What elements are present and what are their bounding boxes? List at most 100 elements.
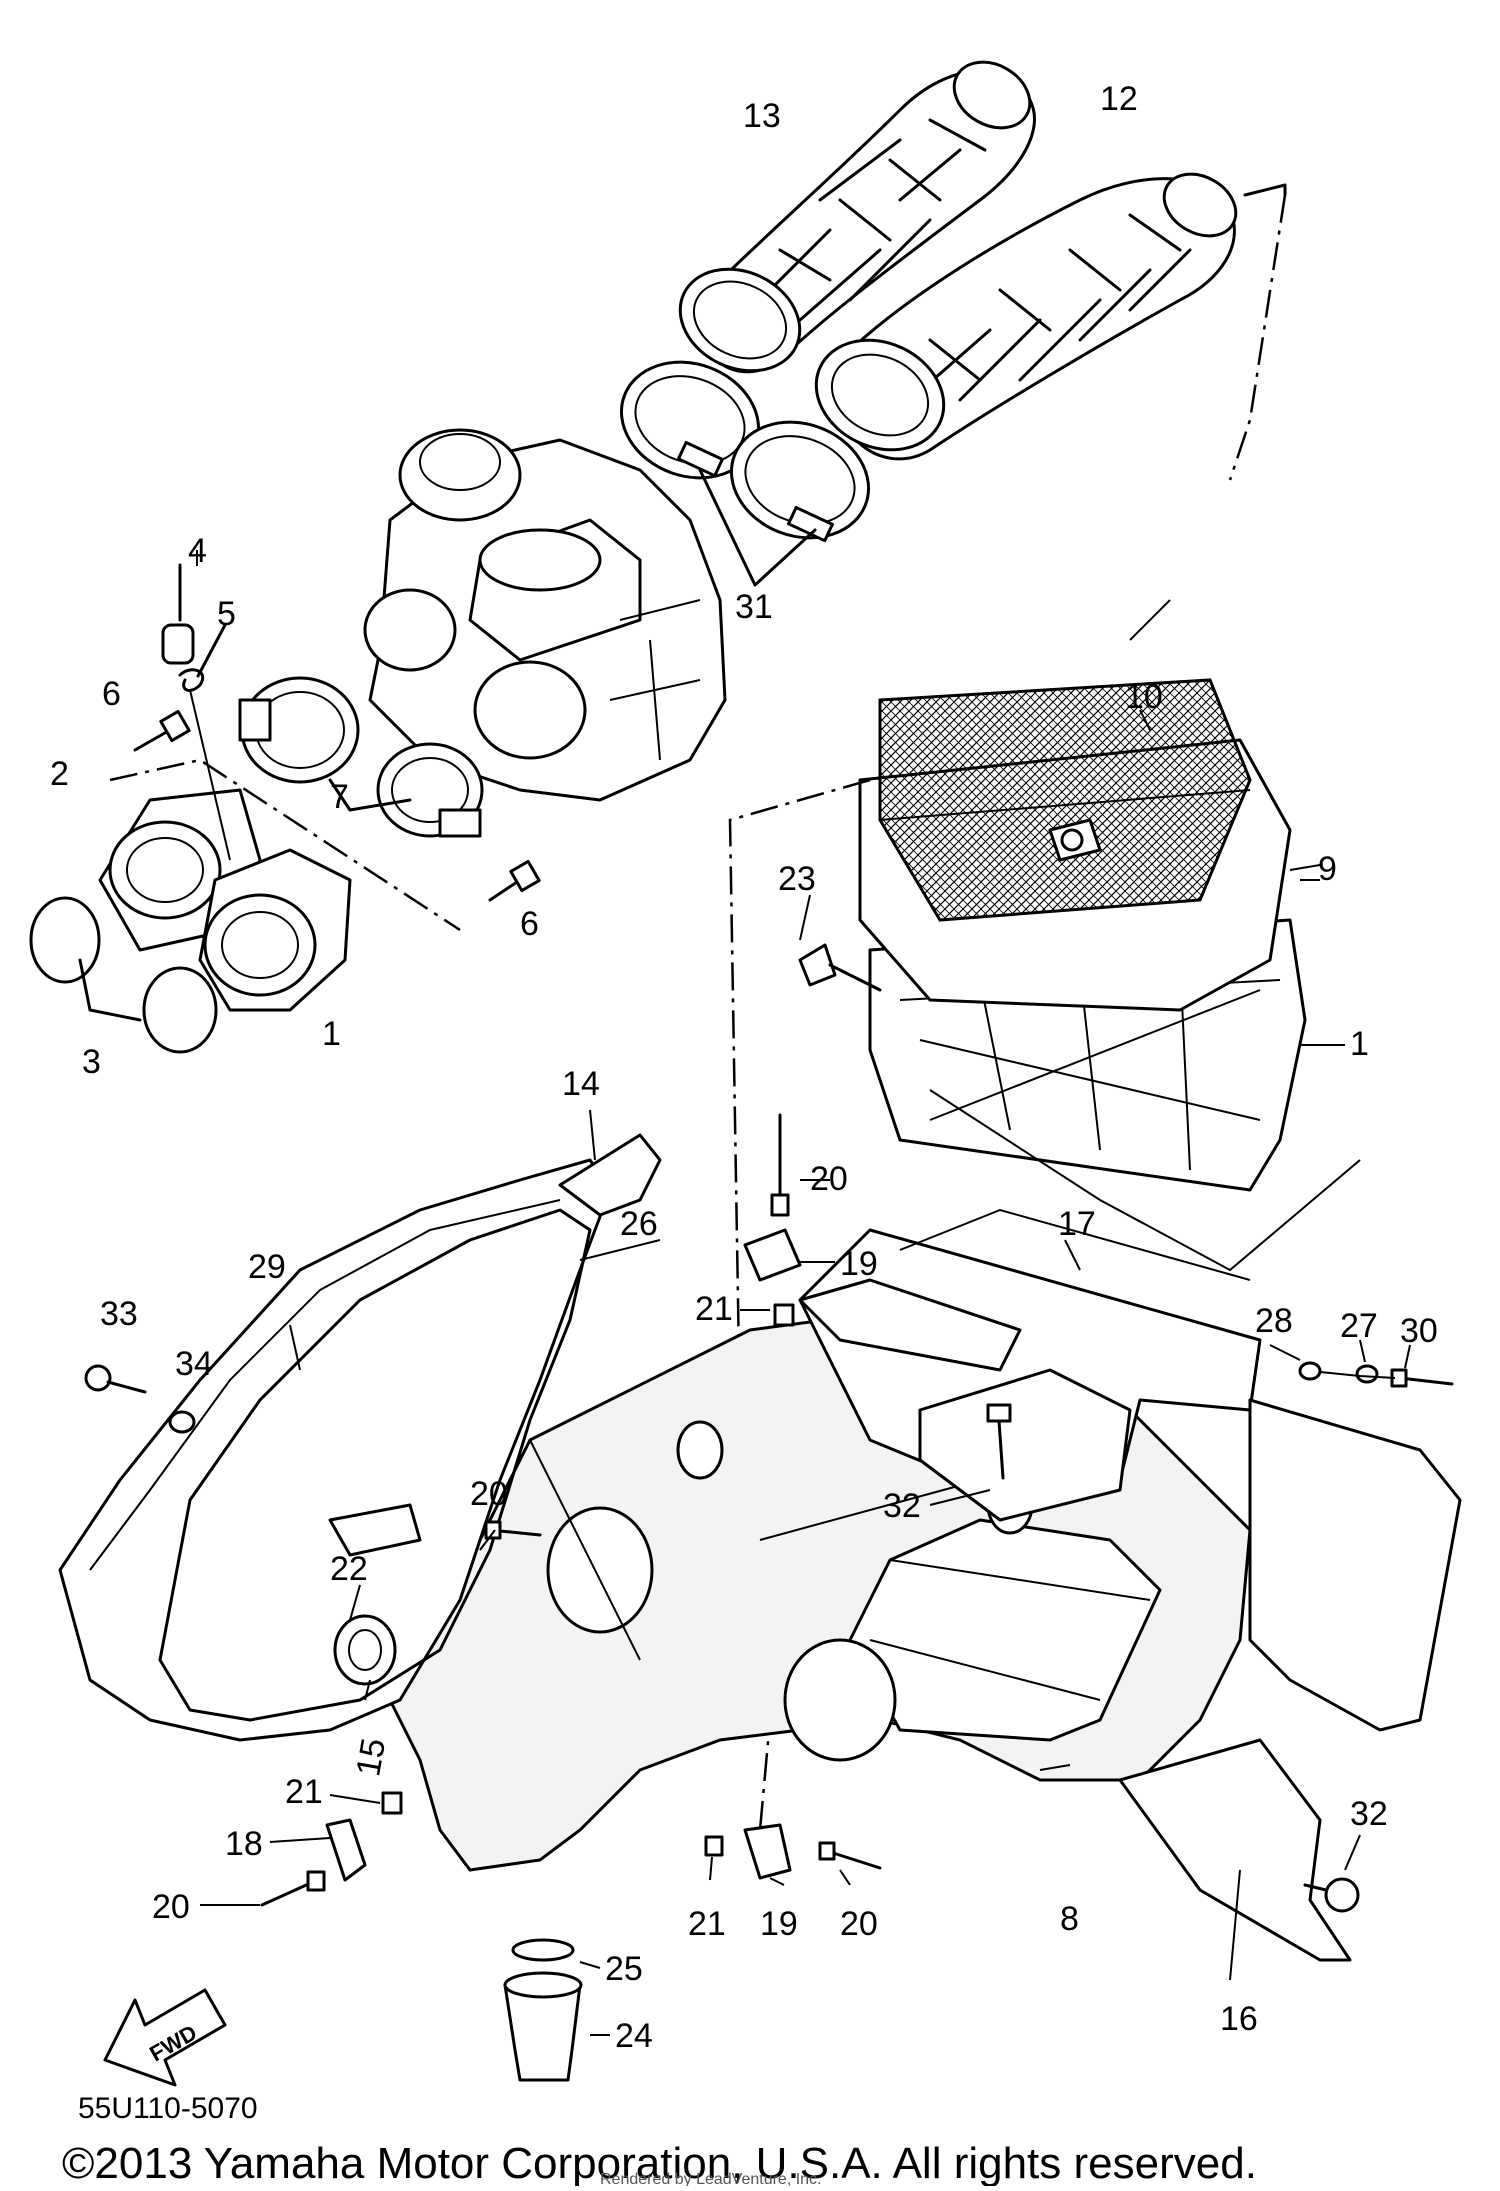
screw-6-upper bbox=[133, 709, 191, 752]
label-part-20: 20 bbox=[152, 1888, 190, 1926]
label-part-31: 31 bbox=[735, 588, 773, 626]
rendered-note: Rendered by LeadVenture, Inc. bbox=[600, 2171, 822, 2186]
label-part-4: 4 bbox=[188, 532, 207, 570]
label-part-12: 12 bbox=[1100, 80, 1138, 118]
bolt-32-lower bbox=[1303, 1877, 1360, 1913]
label-part-32: 32 bbox=[1350, 1795, 1388, 1833]
hose-line bbox=[189, 689, 231, 861]
nut-21-lower bbox=[704, 1835, 724, 1857]
screw-20-mid bbox=[484, 1520, 542, 1540]
assembly-line-12 bbox=[1228, 194, 1287, 481]
leader-9 bbox=[1289, 864, 1321, 871]
leader-31 bbox=[698, 468, 817, 587]
bolt-33 bbox=[84, 1364, 147, 1394]
hardware-line-27-30 bbox=[1319, 1371, 1396, 1379]
label-part-29: 29 bbox=[248, 1248, 286, 1286]
assembly-line-joint bbox=[109, 758, 461, 932]
nut-21-upper bbox=[773, 1303, 795, 1327]
screw-30 bbox=[1390, 1368, 1454, 1388]
clamp-18 bbox=[325, 1818, 367, 1882]
label-part-27: 27 bbox=[1340, 1307, 1378, 1345]
leader-lines bbox=[196, 550, 1411, 2036]
plate-16 bbox=[1118, 1398, 1462, 1962]
nut-34 bbox=[168, 1410, 196, 1434]
label-part-32: 32 bbox=[883, 1487, 921, 1525]
label-part-25: 25 bbox=[605, 1950, 643, 1988]
drawing-code: 55U110-5070 bbox=[78, 2092, 258, 2125]
label-part-9: 9 bbox=[1318, 850, 1337, 888]
label-part-1: 1 bbox=[322, 1015, 341, 1053]
leader-5 bbox=[196, 623, 227, 678]
screw-6-lower bbox=[488, 859, 541, 902]
label-part-3: 3 bbox=[82, 1043, 101, 1081]
o-ring-3-right bbox=[142, 966, 218, 1054]
label-part-22: 22 bbox=[330, 1550, 368, 1588]
label-part-26: 26 bbox=[620, 1205, 658, 1243]
label-part-13: 13 bbox=[743, 97, 781, 135]
clamp-22 bbox=[328, 1503, 422, 1557]
clamp-7-upper bbox=[238, 676, 360, 784]
label-part-19: 19 bbox=[760, 1905, 798, 1943]
clip-5 bbox=[178, 668, 204, 692]
washer-27 bbox=[1355, 1364, 1379, 1384]
copyright-notice: ©2013 Yamaha Motor Corporation, U.S.A. A… bbox=[62, 2139, 1257, 2186]
label-part-34: 34 bbox=[175, 1345, 213, 1383]
part-labels: 1 1 2 3 4 5 6 6 7 8 9 10 12 13 14 15 16 … bbox=[50, 80, 1438, 2055]
o-ring-3-left bbox=[29, 896, 101, 984]
case-cap-29 bbox=[58, 1158, 612, 1742]
label-part-6: 6 bbox=[102, 675, 121, 713]
screw-20-lower-right bbox=[818, 1841, 882, 1870]
nut-28 bbox=[1298, 1361, 1322, 1381]
clip-25 bbox=[511, 1938, 575, 1962]
clamp-31-left bbox=[619, 360, 761, 480]
leader-3 bbox=[78, 958, 142, 1022]
label-part-24: 24 bbox=[615, 2017, 653, 2055]
label-part-21: 21 bbox=[695, 1290, 733, 1328]
label-part-15: 15 bbox=[349, 1735, 393, 1779]
label-part-33: 33 bbox=[100, 1295, 138, 1333]
intake-duct-13 bbox=[678, 60, 1036, 374]
clamp-19-upper bbox=[743, 1228, 802, 1282]
label-part-17: 17 bbox=[1058, 1205, 1096, 1243]
leader-10 bbox=[1139, 709, 1151, 731]
case-seal-26 bbox=[158, 1208, 592, 1722]
label-part-5: 5 bbox=[217, 595, 236, 633]
label-part-7: 7 bbox=[330, 778, 349, 816]
label-part-30: 30 bbox=[1400, 1312, 1438, 1350]
label-part-20: 20 bbox=[470, 1475, 508, 1513]
label-part-14: 14 bbox=[562, 1065, 600, 1103]
label-part-20: 20 bbox=[840, 1905, 878, 1943]
cover-17 bbox=[798, 1208, 1262, 1522]
label-part-23: 23 bbox=[778, 860, 816, 898]
label-part-28: 28 bbox=[1255, 1302, 1293, 1340]
leader-7 bbox=[328, 778, 412, 812]
screw-23 bbox=[798, 943, 882, 992]
label-part-21: 21 bbox=[688, 1905, 726, 1943]
label-part-18: 18 bbox=[225, 1825, 263, 1863]
carb-joint-1 bbox=[198, 848, 352, 1012]
guide-outline bbox=[929, 1089, 1361, 1272]
label-part-6: 6 bbox=[520, 905, 539, 943]
screw-20-lower-left bbox=[260, 1870, 326, 1907]
clamp-19-lower bbox=[743, 1823, 792, 1880]
screw-20-upper bbox=[770, 1113, 790, 1217]
label-part-1: 1 bbox=[1350, 1025, 1369, 1063]
clamp-7-lower bbox=[376, 742, 484, 838]
nut-21-left bbox=[381, 1791, 403, 1815]
fwd-arrow: FWD bbox=[103, 1988, 227, 2087]
label-part-20: 20 bbox=[810, 1160, 848, 1198]
label-part-2: 2 bbox=[50, 755, 69, 793]
label-part-21: 21 bbox=[285, 1773, 323, 1811]
intake-duct-12 bbox=[814, 172, 1238, 461]
cap-4 bbox=[161, 623, 195, 665]
label-part-16: 16 bbox=[1220, 2000, 1258, 2038]
label-part-19: 19 bbox=[840, 1245, 878, 1283]
grommet-15 bbox=[333, 1614, 397, 1686]
drain-hose-24 bbox=[503, 1971, 583, 2082]
filter-element-10 bbox=[878, 678, 1252, 922]
leader-12 bbox=[1243, 183, 1287, 197]
label-part-8: 8 bbox=[1060, 1900, 1079, 1938]
plate-14 bbox=[558, 1133, 662, 1217]
